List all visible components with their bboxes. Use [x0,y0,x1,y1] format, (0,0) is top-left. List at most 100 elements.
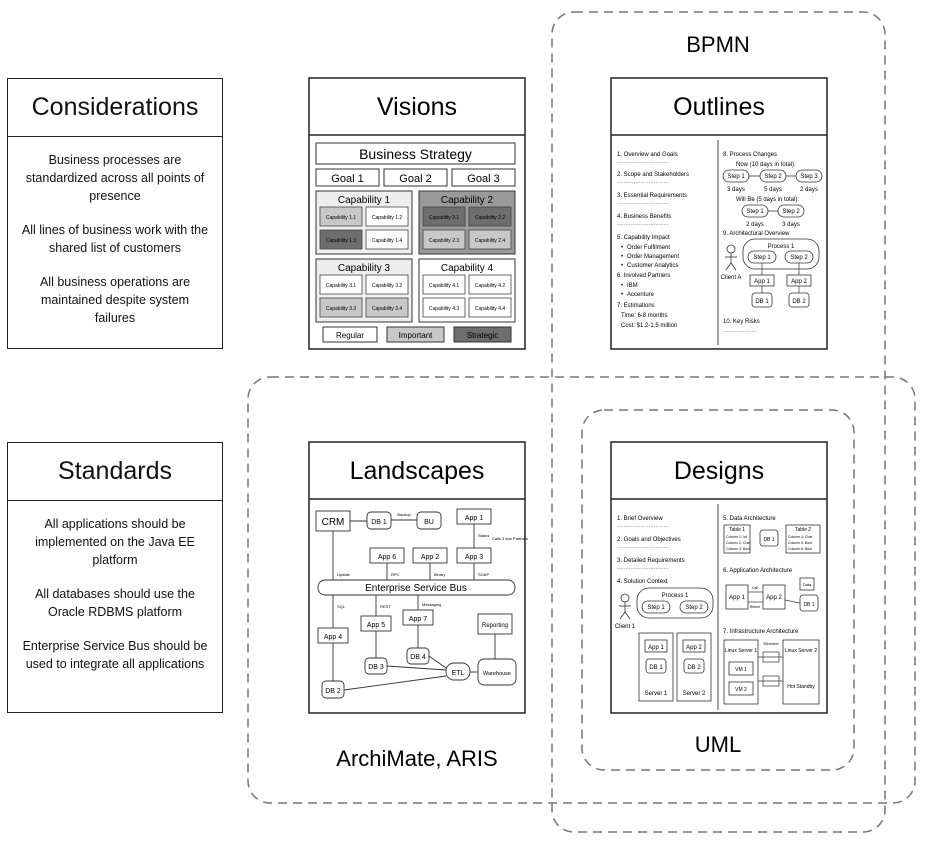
goal-2: Goal 2 [399,173,431,185]
svg-text:..............................: ............................... [617,221,669,227]
capability-4: Capability 4 [441,263,494,274]
outline-text: 5 days [764,187,782,193]
outline-step: Step 1 [727,174,745,180]
design-db: DB 1 [763,537,774,543]
node-app-5: App 5 [367,622,385,629]
design-step: Step 2 [685,605,703,611]
business-strategy: Business Strategy [359,146,472,162]
design-app: App 1 [648,645,664,651]
design-app: App 1 [729,595,745,601]
outline-db: DB 1 [755,299,769,305]
edge-status: Status [478,533,489,538]
edge-rest: REST [380,604,391,609]
outline-step: Step 2 [790,255,808,261]
edge-rpc: RPC [391,572,400,577]
capability-2-1: Capability 2.1 [429,215,460,221]
outline-item: 5. Capability Impact [617,235,670,241]
node-db-4: DB 4 [410,654,426,661]
outline-item: Time: 6-8 months [621,313,667,319]
standard-item: Enterprise Service Bus should be used to… [22,639,208,671]
capability-3-4: Capability 3.4 [372,306,403,312]
outline-bullet: Order Management [627,254,679,260]
outline-text: 3 days [727,187,745,193]
outline-actor: Client A [721,275,742,281]
consideration-item: Business processes are standardized acro… [25,153,205,203]
standard-item: All applications should be implemented o… [35,517,195,567]
svg-text:....................: .................... [723,328,757,334]
outline-item: 1. Overview and Goals [617,152,678,158]
design-item: 7. Infrastructure Architecture [723,629,799,635]
legend-strategic: Strategic [467,331,499,340]
standards-title: Standards [8,443,222,501]
design-server: Server 2 [683,691,706,697]
design-server: Server 1 [645,691,668,697]
design-column: Column 3: Bool [726,547,750,551]
capability-1-2: Capability 1.2 [372,215,403,221]
capability-4-3: Capability 4.3 [429,306,460,312]
outline-step: Step 1 [753,255,771,261]
svg-text:•: • [621,245,623,251]
legend-important: Important [399,331,434,340]
design-item: 6. Application Architecture [723,568,793,574]
outline-text: 2 days [800,187,818,193]
node-bu: BU [424,519,434,526]
design-column: Column 4: Char [788,535,813,539]
visions-card: Visions Business Strategy Goal 1 Goal 2 … [308,77,526,350]
outline-text: Will Be (5 days in total): [736,197,799,203]
outline-item: 4. Business Benefits [617,214,671,220]
capability-1-4: Capability 1.4 [372,238,403,244]
outline-db: DB 2 [792,299,806,305]
outline-text: 3 days [782,222,800,228]
design-data: Data [803,582,812,587]
standards-card: Standards All applications should be imp… [7,442,223,713]
capability-4-4: Capability 4.4 [475,306,506,312]
bpmn-group [551,11,886,833]
considerations-card: Considerations Business processes are st… [7,78,223,349]
capability-1-1: Capability 1.1 [326,215,357,221]
goal-3: Goal 3 [467,173,499,185]
svg-text:..............................: ............................... [617,565,669,571]
outline-bullet: Accenture [627,292,655,298]
design-ethernet: Ethernet [763,641,779,646]
node-crm: CRM [322,517,345,528]
outline-text: 2 days [746,222,764,228]
archimate-group [247,376,916,804]
design-db: DB 1 [803,602,814,608]
capability-3-2: Capability 3.2 [372,283,403,289]
landscapes-card: Landscapes CRM DB 1 BU App 1 Backup App … [308,441,528,714]
label-uml: UML [695,732,741,757]
designs-card: Designs 1. Brief Overview ..............… [610,441,828,714]
svg-text:•: • [621,283,623,289]
outline-bullet: Customer Analytics [627,263,678,269]
edge-soap: SOAP [478,572,489,577]
design-column: Column 5: Bool [788,541,812,545]
design-standby: Hot Standby [787,684,815,690]
design-table: Table 1 [729,527,745,533]
node-reporting: Reporting [482,623,508,629]
outline-item: 3. Essential Requirements [617,193,687,199]
node-app-7: App 7 [409,616,427,623]
design-item: 2. Goals and Objectives [617,537,681,543]
edge-binary: Binary [434,572,445,577]
node-etl: ETL [452,670,465,677]
design-db: DB 1 [649,665,663,671]
svg-text:•: • [621,254,623,260]
designs-title: Designs [674,457,764,485]
edge-sql: SQL [337,604,346,609]
outline-step: Step 3 [800,174,818,180]
svg-text:..............................: ............................... [617,159,669,165]
design-vm: VM 2 [735,687,747,693]
edge-backup: Backup [397,512,411,517]
node-db-3: DB 3 [368,664,384,671]
design-server: Linux Server 2 [785,648,817,654]
design-item: 1. Brief Overview [617,516,663,522]
svg-text:..............................: ............................... [617,544,669,550]
svg-text:..............................: ............................... [617,200,669,206]
standard-item: All databases should use the Oracle RDBM… [35,587,195,619]
design-column: Column 6: Bool [788,547,812,551]
design-step: Step 1 [647,605,665,611]
capability-2-3: Capability 2.3 [429,238,460,244]
consideration-item: All business operations are maintained d… [39,275,191,325]
outline-item: 10. Key Risks [723,319,760,325]
